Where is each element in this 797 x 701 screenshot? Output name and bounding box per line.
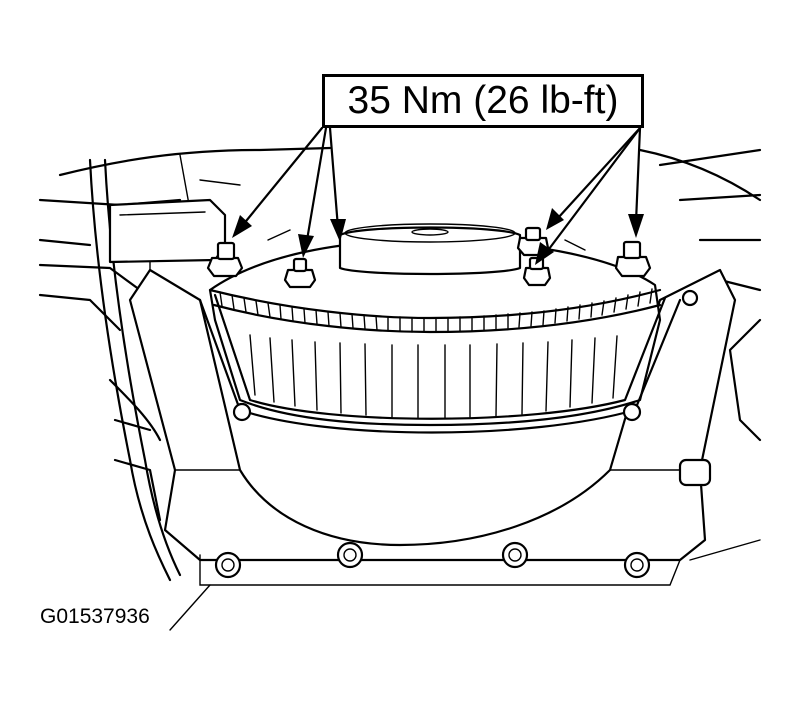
bolt-far-right bbox=[614, 240, 652, 278]
mount-bracket bbox=[108, 198, 227, 291]
figure-id-label: G01537936 bbox=[40, 605, 150, 628]
center-hub bbox=[267, 223, 586, 276]
cover-plate-frame bbox=[198, 289, 699, 434]
bolt-inner-left bbox=[283, 257, 317, 289]
torque-leader-lines bbox=[232, 126, 644, 265]
oil-pan-housing bbox=[128, 268, 761, 631]
pan-bolts bbox=[214, 541, 651, 579]
bolt-far-left bbox=[206, 241, 244, 278]
torque-spec-callout: 35 Nm (26 lb-ft) bbox=[322, 74, 644, 128]
